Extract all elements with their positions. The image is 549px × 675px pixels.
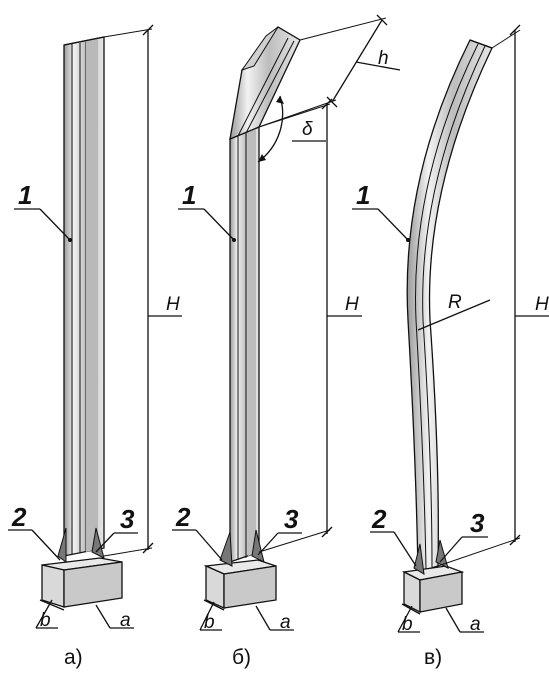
gusset-right-a — [91, 527, 105, 559]
base-block-b — [203, 559, 277, 610]
radius-line — [417, 299, 491, 331]
figure-c: R H 1 2 3 b a в) — [352, 24, 549, 669]
figure-b: h δ H 1 2 3 b a б) — [172, 14, 401, 669]
label-width-b-a: b — [40, 610, 51, 631]
label-part-1-b: 1 — [182, 180, 196, 210]
label-width-b-b: b — [204, 612, 215, 633]
label-section-h: h — [378, 48, 389, 69]
label-part-2-b: 2 — [175, 502, 191, 532]
label-part-3-a: 3 — [120, 504, 135, 534]
label-length-a-c: a — [470, 614, 481, 635]
label-height-c: H — [535, 294, 549, 315]
label-part-3-b: 3 — [284, 504, 299, 534]
gusset-left-a — [57, 527, 67, 563]
gusset-right-b — [251, 529, 265, 563]
caption-c: в) — [424, 646, 442, 669]
label-height-a: H — [166, 294, 180, 315]
post-straight — [63, 36, 105, 557]
post-bent — [229, 26, 301, 563]
label-width-b-c: b — [402, 614, 413, 635]
base-block-a — [41, 557, 123, 608]
dimension-line-h — [331, 19, 383, 103]
label-part-2-a: 2 — [11, 502, 27, 532]
label-part-2-c: 2 — [371, 504, 387, 534]
label-angle-delta: δ — [302, 119, 313, 140]
label-height-b: H — [345, 294, 359, 315]
caption-b: б) — [232, 646, 251, 669]
gusset-left-c — [413, 543, 425, 575]
gusset-left-b — [219, 531, 233, 567]
label-part-1-c: 1 — [356, 180, 370, 210]
caption-a: а) — [64, 646, 83, 669]
figure-a: H 1 2 3 b a а) — [8, 24, 182, 669]
label-length-a-a: a — [120, 610, 131, 631]
angle-arc-delta — [257, 95, 284, 163]
label-part-1-a: 1 — [18, 180, 32, 210]
label-radius: R — [448, 292, 462, 313]
label-part-3-c: 3 — [470, 508, 485, 538]
label-length-a-b: a — [280, 612, 291, 633]
base-block-c — [401, 565, 465, 614]
